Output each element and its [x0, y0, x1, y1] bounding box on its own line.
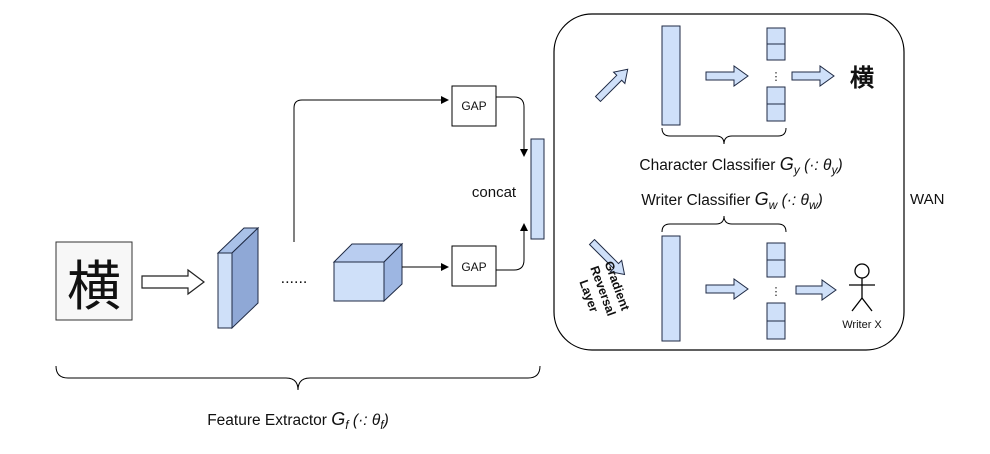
gap-bottom-label: GAP — [461, 260, 486, 274]
gap-bottom-to-concat-arrow — [496, 223, 528, 271]
writer-classifier-brace — [661, 215, 787, 233]
wan-label: WAN — [910, 191, 944, 208]
char-prediction: 横 — [850, 64, 875, 92]
input-image — [55, 241, 133, 321]
gap-top-to-concat-arrow — [496, 96, 528, 157]
writer-hidden-layer — [661, 235, 681, 342]
writer-output-dots: ⋮ — [771, 286, 782, 298]
char-output-arrow — [791, 65, 835, 87]
concat-label: concat — [472, 184, 517, 201]
writer-prediction: Writer X — [842, 319, 882, 331]
writer-output-arrow — [795, 279, 837, 301]
char-hidden-layer — [661, 25, 681, 126]
char-branch-arrow — [594, 68, 629, 103]
char-classifier-brace — [661, 127, 787, 145]
writer-branch-arrow — [588, 238, 626, 276]
writer-hidden-to-output-arrow — [705, 278, 749, 300]
feature-extractor-caption: Feature Extractor Gf (·: θf) — [207, 409, 389, 432]
concat-vector — [530, 138, 545, 240]
gap-top-box — [451, 85, 497, 127]
char-output-dots: ⋮ — [771, 71, 782, 83]
input-glyph: 横 — [67, 255, 121, 318]
input-arrow — [141, 268, 205, 296]
writer-classifier-caption: Writer Classifier Gw (·: θw) — [641, 189, 823, 212]
writer-output-vector — [766, 242, 786, 340]
ellipsis-dots: ...... — [281, 270, 308, 287]
skip-connection-arrow — [293, 96, 449, 242]
char-output-vector — [766, 27, 786, 122]
wan-frame — [553, 13, 905, 351]
char-hidden-to-output-arrow — [705, 65, 749, 87]
feature-extractor-brace — [55, 365, 541, 391]
gap-top-label: GAP — [461, 99, 486, 113]
feature-cube — [332, 242, 404, 303]
gap-bottom-box — [451, 245, 497, 287]
feature-map-slab — [216, 226, 260, 330]
writer-stick-figure-icon — [849, 263, 875, 312]
char-classifier-caption: Character Classifier Gy (·: θy) — [639, 154, 842, 177]
